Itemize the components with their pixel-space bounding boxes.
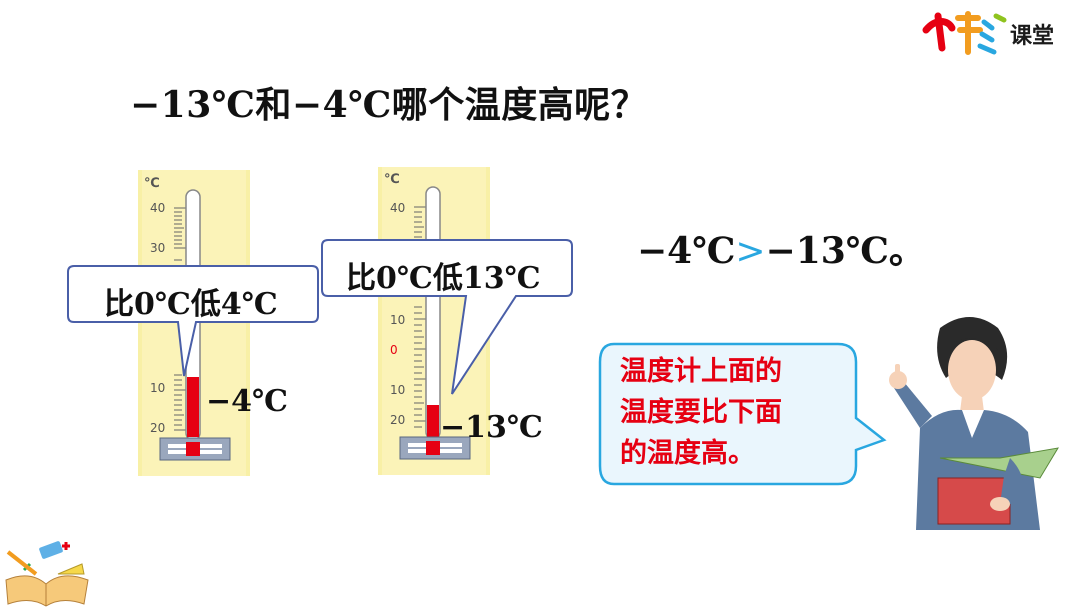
thermometer-left-unit: ℃: [144, 176, 160, 191]
tick-label: 40: [390, 201, 405, 215]
brand-logo: 课堂: [918, 8, 1074, 60]
brand-text: 课堂: [1010, 18, 1054, 50]
tick-label: 20: [150, 421, 165, 435]
tick-label: 20: [390, 413, 405, 427]
thermometer-right-reading: −13℃: [440, 410, 543, 445]
tick-label: 30: [150, 241, 165, 255]
comparison-right: −13℃。: [766, 230, 925, 272]
callout-text-right: 比0℃低13℃: [346, 253, 541, 297]
rainbow-logo-icon: [918, 8, 1010, 60]
thermometer-right-unit: ℃: [384, 172, 400, 187]
question-text: −13℃和−4℃哪个温度高呢？: [130, 76, 647, 128]
callout-text-left: 比0℃低4℃: [104, 279, 278, 323]
comparison-statement: −4℃>−13℃。: [637, 222, 925, 274]
comparison-left: −4℃: [637, 230, 735, 272]
thermometer-left-reading: −4℃: [206, 384, 288, 419]
teacher-illustration-icon: [880, 308, 1070, 530]
greater-than-operator: >: [735, 231, 765, 272]
book-stationery-icon: [0, 534, 92, 608]
teacher-speech-line2: 温度要比下面: [620, 393, 782, 433]
teacher-speech-line1: 温度计上面的: [620, 352, 782, 392]
tick-label: 40: [150, 201, 165, 215]
teacher-speech-line3: 的温度高。: [620, 434, 755, 474]
